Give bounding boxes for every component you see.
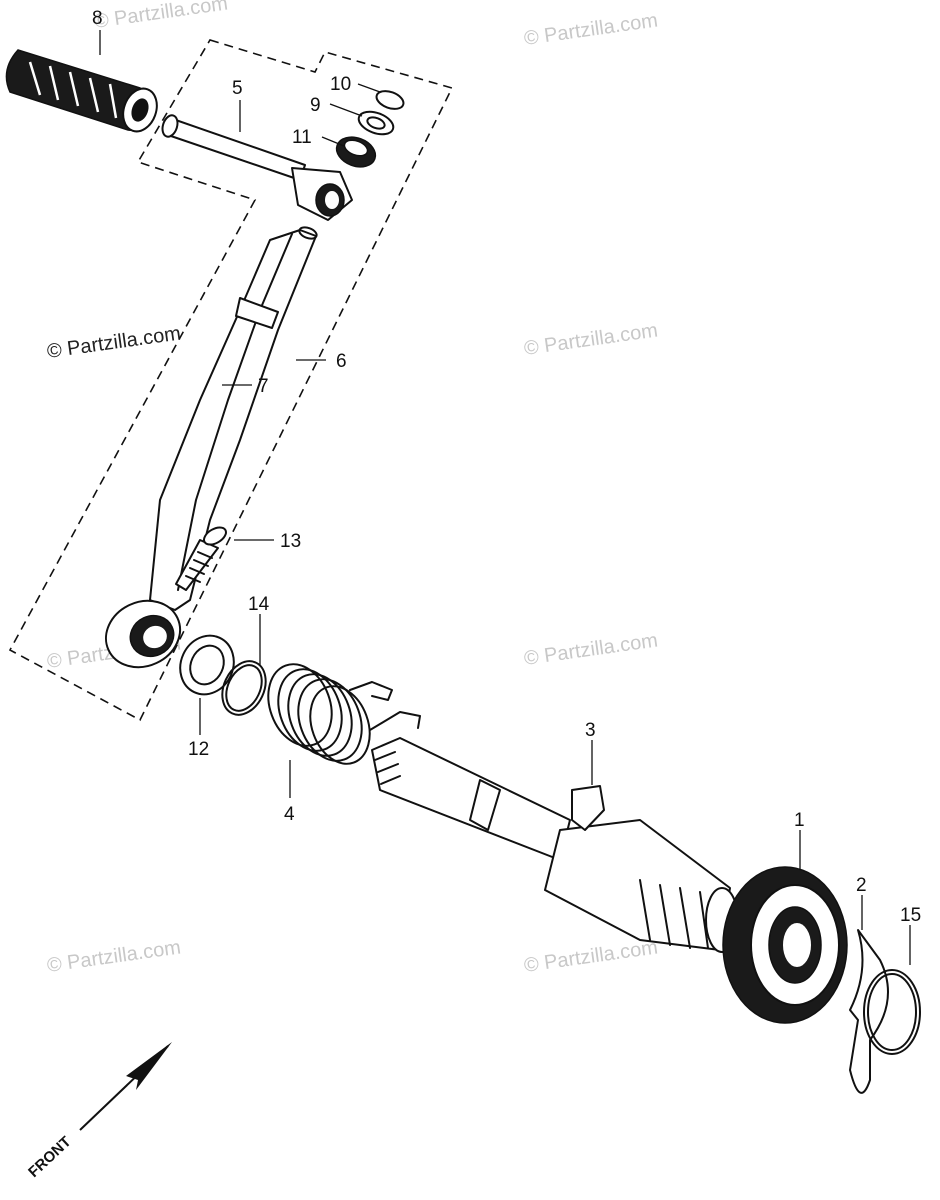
front-label: FRONT <box>25 1133 74 1181</box>
kick-arm-pivot <box>291 167 353 221</box>
callout-4: 4 <box>284 804 295 825</box>
callout-13: 13 <box>280 531 301 552</box>
front-direction-indicator: FRONT <box>25 1042 172 1181</box>
callout-10: 10 <box>330 74 351 95</box>
front-arrow-icon <box>126 1042 172 1090</box>
kick-pin <box>161 114 306 181</box>
watermark-6: © Partzilla.com <box>523 629 660 670</box>
washer-12 <box>179 634 235 696</box>
watermark-2: © Partzilla.com <box>523 9 660 50</box>
spring-clip <box>849 929 889 1094</box>
circlip-14 <box>221 660 267 716</box>
callout-9: 9 <box>310 95 321 116</box>
pin-washers <box>335 90 405 168</box>
ring-15 <box>863 969 921 1055</box>
kick-spindle <box>371 737 739 953</box>
watermark-4: © Partzilla.com <box>523 319 660 360</box>
callout-8: 8 <box>92 8 103 29</box>
kick-arm-assembly-boundary <box>8 39 454 722</box>
watermark-7: © Partzilla.com <box>46 936 183 977</box>
grip-rubber <box>5 49 158 133</box>
watermark-3: © Partzilla.com <box>46 322 183 363</box>
callout-2: 2 <box>856 875 867 896</box>
return-spring <box>267 663 421 765</box>
callout-12: 12 <box>188 739 209 760</box>
callout-5: 5 <box>232 78 243 99</box>
arm-bolt <box>175 526 227 591</box>
leader-lines <box>99 30 911 965</box>
kick-arm <box>105 226 318 669</box>
callout-3: 3 <box>585 720 596 741</box>
callout-7: 7 <box>258 376 269 397</box>
callout-14: 14 <box>248 594 270 615</box>
watermark-8: © Partzilla.com <box>523 936 660 977</box>
callout-11: 11 <box>292 127 312 148</box>
callout-labels: 8 5 10 9 11 6 7 13 14 12 4 3 1 2 15 <box>92 8 921 926</box>
callout-1: 1 <box>794 810 805 831</box>
kick-gear <box>722 866 848 1024</box>
callout-15: 15 <box>900 905 921 926</box>
callout-6: 6 <box>336 351 347 372</box>
watermark-1: © Partzilla.com <box>93 0 230 33</box>
